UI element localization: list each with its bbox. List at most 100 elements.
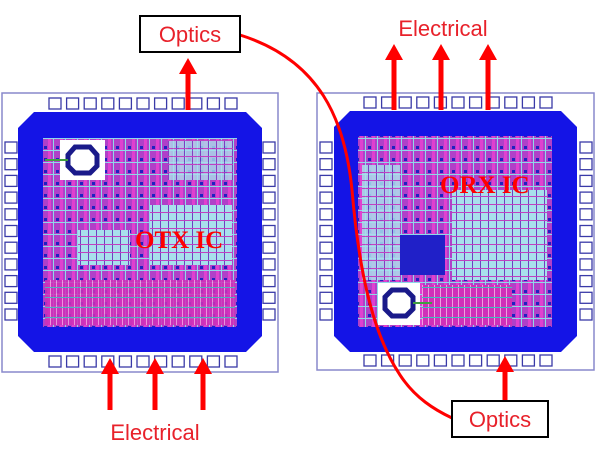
otx-layout-block: [168, 140, 233, 180]
bond-pad: [262, 224, 276, 238]
bond-pad: [319, 158, 333, 171]
bond-pad: [4, 174, 18, 188]
bond-pad: [4, 224, 18, 238]
arrow: [385, 44, 403, 110]
bond-pad: [262, 158, 276, 171]
bond-pad: [4, 241, 18, 254]
bond-pad: [486, 354, 500, 367]
orx-layout-block: [362, 165, 400, 280]
bond-pad: [319, 308, 333, 321]
orx-layout-block: [400, 235, 445, 275]
orx-layout-block: [422, 285, 512, 325]
orx-chip-label: ORX IC: [440, 172, 530, 199]
bond-pad: [579, 274, 593, 288]
bond-pad: [118, 97, 133, 110]
bond-pad: [262, 191, 276, 204]
optical-fiber-curve: [239, 33, 453, 420]
bond-pad: [4, 308, 18, 321]
bond-pad: [262, 241, 276, 254]
electrical-top-label: Electrical: [398, 16, 487, 41]
bond-pad: [48, 97, 62, 110]
bond-pad: [206, 97, 221, 110]
bond-pad: [579, 191, 593, 204]
orx-layout-block: [452, 190, 547, 280]
otx-layout-block: [45, 280, 235, 325]
bond-pad: [579, 241, 593, 254]
arrow: [194, 358, 212, 410]
bond-pad: [136, 355, 150, 368]
arrow: [101, 358, 119, 410]
otx-layout-block: [150, 205, 232, 265]
bond-pad: [262, 258, 276, 271]
bond-pad: [262, 274, 276, 288]
bond-pad: [224, 355, 238, 368]
bond-pad: [171, 97, 185, 110]
arrow: [479, 44, 497, 110]
bond-pad: [206, 355, 221, 368]
orx-chip: ORX IC: [316, 92, 595, 371]
bond-pad: [451, 354, 465, 367]
bond-pad: [4, 191, 18, 204]
arrow: [179, 58, 197, 110]
bond-pad: [579, 174, 593, 188]
bond-pad: [539, 96, 553, 109]
orx-inductor: [378, 283, 432, 325]
bond-pad: [4, 141, 18, 154]
bond-pad: [579, 308, 593, 321]
bond-pad: [319, 241, 333, 254]
otx-bond-pads: [4, 97, 276, 368]
bond-pad: [579, 258, 593, 271]
optics-bottom-box: Optics: [451, 400, 549, 438]
optics-top-label: Optics: [159, 22, 221, 47]
arrow: [496, 356, 514, 400]
bond-pad: [153, 97, 168, 110]
bond-pad: [451, 96, 465, 109]
bond-pad: [189, 97, 203, 110]
bond-pad: [539, 354, 553, 367]
bond-pad: [579, 208, 593, 221]
bond-pad: [319, 224, 333, 238]
bond-pad: [136, 97, 150, 110]
bond-pad: [171, 355, 185, 368]
bond-pad: [319, 174, 333, 188]
bond-pad: [398, 354, 412, 367]
bond-pad: [4, 291, 18, 304]
bond-pad: [363, 354, 377, 367]
bond-pad: [83, 97, 97, 110]
bond-pad: [101, 97, 115, 110]
bond-pad: [262, 308, 276, 321]
arrow: [146, 358, 164, 410]
bond-pad: [4, 158, 18, 171]
bond-pad: [319, 291, 333, 304]
optics-top-box: Optics: [139, 15, 241, 53]
bond-pad: [579, 141, 593, 154]
bond-pad: [319, 274, 333, 288]
orx-bond-pads: [319, 96, 593, 367]
bond-pad: [468, 96, 483, 109]
bond-pad: [4, 208, 18, 221]
bond-pad: [521, 354, 536, 367]
bond-pad: [319, 258, 333, 271]
bond-pad: [579, 224, 593, 238]
orx-frame: [316, 92, 595, 371]
bond-pad: [262, 141, 276, 154]
bond-pad: [416, 354, 430, 367]
bond-pad: [118, 355, 133, 368]
bond-pad: [433, 354, 448, 367]
bond-pad: [224, 97, 238, 110]
otx-chip: OTX IC: [1, 92, 279, 373]
bond-pad: [262, 208, 276, 221]
bond-pad: [468, 354, 483, 367]
bond-pad: [416, 96, 430, 109]
bond-pad: [65, 97, 80, 110]
bond-pad: [319, 141, 333, 154]
optics-bottom-label: Optics: [469, 407, 531, 432]
otx-frame: [1, 92, 279, 373]
bond-pad: [319, 208, 333, 221]
bond-pad: [4, 258, 18, 271]
bond-pad: [363, 96, 377, 109]
bond-pad: [504, 96, 518, 109]
bond-pad: [262, 174, 276, 188]
otx-inductor: [45, 140, 105, 180]
